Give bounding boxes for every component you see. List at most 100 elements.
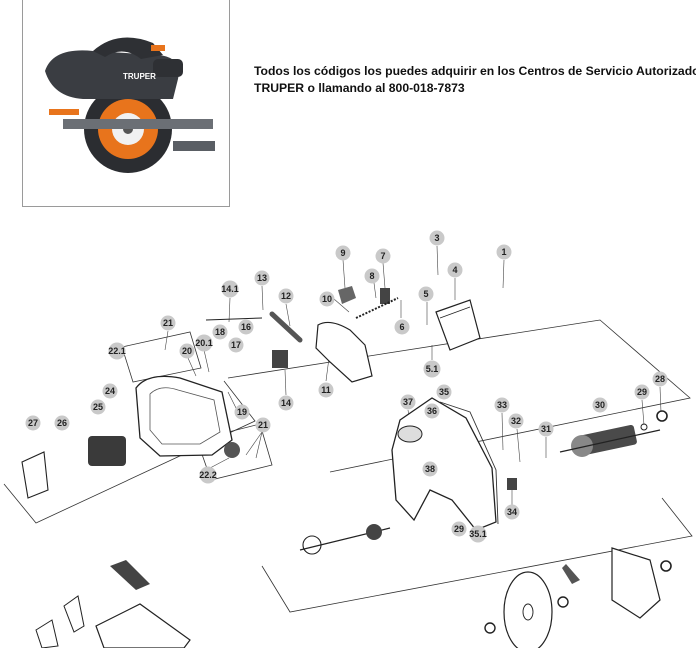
callout-3: 3 — [429, 230, 445, 246]
svg-text:32: 32 — [511, 416, 521, 426]
svg-text:36: 36 — [427, 406, 437, 416]
blade-guard-part — [611, 547, 661, 619]
callout-12: 12 — [278, 288, 294, 304]
svg-text:22.1: 22.1 — [108, 346, 126, 356]
svg-text:5: 5 — [423, 289, 428, 299]
cover-plate-part — [315, 321, 373, 383]
svg-text:16: 16 — [241, 322, 251, 332]
dust-port-part — [397, 425, 423, 443]
callout-28: 28 — [652, 371, 668, 387]
callout-35: 35 — [436, 384, 452, 400]
callout-8: 8 — [364, 268, 380, 284]
callout-14-1: 14.1 — [221, 280, 239, 298]
svg-text:12: 12 — [281, 291, 291, 301]
svg-text:17: 17 — [231, 340, 241, 350]
armature-part — [579, 424, 637, 456]
callout-18: 18 — [212, 324, 228, 340]
svg-text:20.1: 20.1 — [195, 338, 213, 348]
parts — [21, 286, 672, 648]
service-notice-line1: Todos los códigos los puedes adquirir en… — [254, 64, 696, 78]
product-image-frame: TRUPER — [22, 0, 230, 207]
service-notice-line2: TRUPER o llamando al 800-018-7873 — [254, 81, 465, 95]
callout-20-1: 20.1 — [195, 334, 213, 352]
bevel-knob-part — [110, 560, 150, 590]
base-plate-part — [95, 603, 191, 648]
callout-37: 37 — [400, 394, 416, 410]
callout-labels: 3 1 4 5 5.1 9 7 8 10 6 11 12 13 14 14.1 … — [25, 230, 668, 543]
callout-4: 4 — [447, 262, 463, 278]
switch-block-part — [272, 350, 288, 368]
lower-assembly-frame — [261, 497, 693, 613]
small-gear-part — [507, 478, 517, 490]
callout-36: 36 — [424, 403, 440, 419]
callout-5-1: 5.1 — [423, 360, 441, 378]
svg-text:6: 6 — [399, 322, 404, 332]
callout-20: 20 — [179, 343, 195, 359]
callout-22-1: 22.1 — [108, 342, 126, 360]
service-notice: Todos los códigos los puedes adquirir en… — [254, 63, 696, 97]
callout-22-2: 22.2 — [199, 466, 217, 484]
callout-17: 17 — [228, 337, 244, 353]
gear-housing-part — [391, 397, 497, 531]
rear-assembly-frame — [3, 380, 256, 524]
callout-6: 6 — [394, 319, 410, 335]
callout-1: 1 — [496, 244, 512, 260]
svg-text:30: 30 — [595, 400, 605, 410]
svg-text:35.1: 35.1 — [469, 529, 487, 539]
callout-14: 14 — [278, 395, 294, 411]
callout-19: 19 — [234, 404, 250, 420]
callout-38: 38 — [422, 461, 438, 477]
svg-text:21: 21 — [163, 318, 173, 328]
callout-35-1: 35.1 — [469, 525, 487, 543]
saw-blade-part — [503, 571, 553, 648]
svg-text:33: 33 — [497, 400, 507, 410]
svg-text:9: 9 — [340, 248, 345, 258]
svg-text:11: 11 — [321, 385, 331, 395]
end-cap-part — [21, 451, 49, 499]
bearing-part — [224, 442, 240, 458]
lever-part — [338, 286, 356, 304]
pinion-gear-part — [366, 524, 382, 540]
callout-5: 5 — [418, 286, 434, 302]
circular-saw-illustration: TRUPER — [45, 37, 215, 173]
callout-34: 34 — [504, 504, 520, 520]
svg-text:20: 20 — [182, 346, 192, 356]
switch-part — [380, 288, 390, 304]
svg-text:21: 21 — [258, 420, 268, 430]
svg-text:1: 1 — [501, 247, 506, 257]
callout-30: 30 — [592, 397, 608, 413]
svg-text:27: 27 — [28, 418, 38, 428]
handle-housing-part — [135, 375, 233, 457]
callout-13: 13 — [254, 270, 270, 286]
callout-33: 33 — [494, 397, 510, 413]
callout-11: 11 — [318, 382, 334, 398]
callout-7: 7 — [375, 248, 391, 264]
product-brand-text: TRUPER — [123, 72, 156, 81]
svg-text:29: 29 — [637, 387, 647, 397]
callout-21-upper: 21 — [160, 315, 176, 331]
svg-text:24: 24 — [105, 386, 115, 396]
svg-text:22.2: 22.2 — [199, 470, 217, 480]
svg-text:29: 29 — [454, 524, 464, 534]
svg-text:31: 31 — [541, 424, 551, 434]
callout-29-lower: 29 — [451, 521, 467, 537]
spring-part — [355, 297, 399, 319]
svg-text:13: 13 — [257, 273, 267, 283]
svg-text:18: 18 — [215, 327, 225, 337]
svg-text:5.1: 5.1 — [426, 364, 439, 374]
callout-25: 25 — [90, 399, 106, 415]
stator-part — [88, 436, 126, 466]
svg-text:34: 34 — [507, 507, 517, 517]
svg-text:28: 28 — [655, 374, 665, 384]
svg-text:7: 7 — [380, 251, 385, 261]
cable-part — [205, 317, 263, 321]
callout-10: 10 — [319, 291, 335, 307]
svg-text:14: 14 — [281, 398, 291, 408]
callout-21-lower: 21 — [255, 417, 271, 433]
callout-27: 27 — [25, 415, 41, 431]
callout-26: 26 — [54, 415, 70, 431]
svg-text:10: 10 — [322, 294, 332, 304]
svg-text:26: 26 — [57, 418, 67, 428]
svg-text:19: 19 — [237, 407, 247, 417]
